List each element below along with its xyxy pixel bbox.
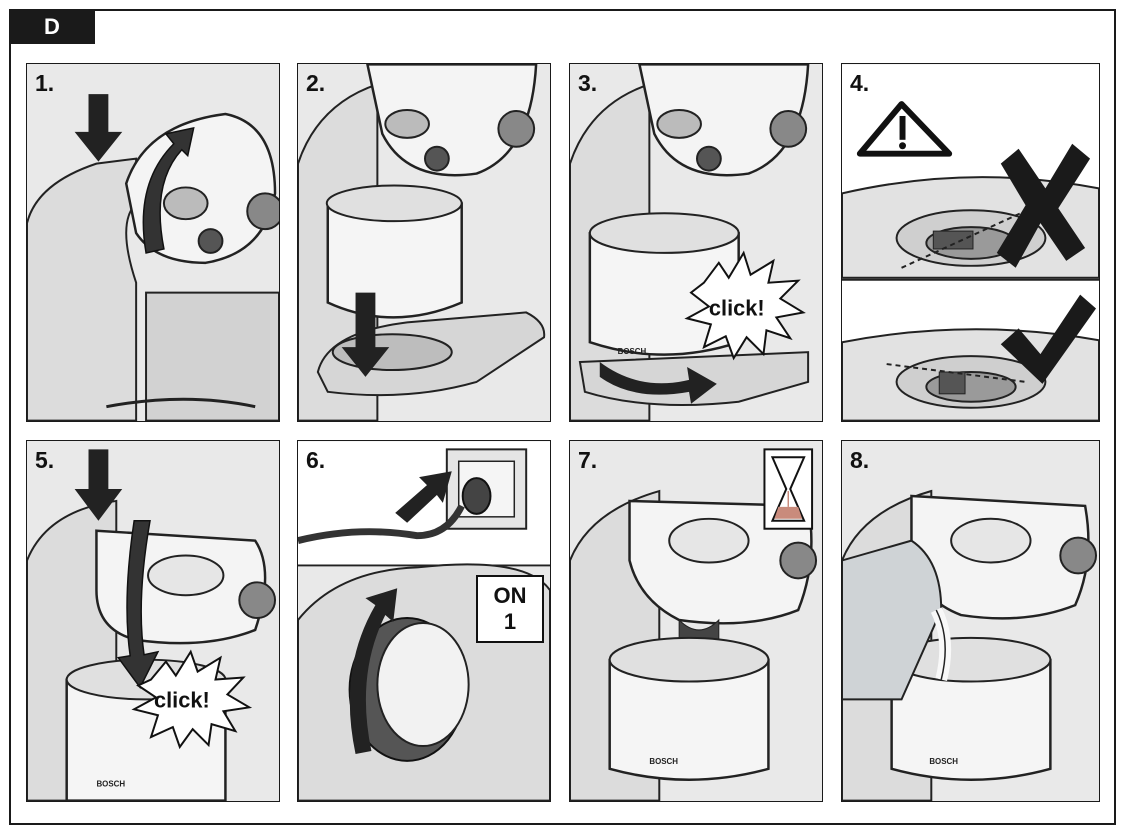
instruction-frame bbox=[9, 9, 1116, 825]
step-panel-7: BOSCH 7. bbox=[569, 440, 823, 802]
curved-arrow-icon bbox=[349, 588, 398, 754]
step-panel-5: BOSCH click! 5. bbox=[26, 440, 280, 802]
step-number: 1. bbox=[35, 70, 55, 96]
step-panel-6: 6. bbox=[297, 440, 551, 802]
click-label: click! bbox=[154, 687, 210, 712]
brand-logo: BOSCH bbox=[96, 780, 125, 789]
step-panel-4: 4. bbox=[841, 63, 1100, 422]
step-panel-1: 1. bbox=[26, 63, 280, 422]
switch-speed-text: 1 bbox=[503, 609, 517, 634]
mixer-tilt-illustration bbox=[27, 94, 279, 421]
click-label: click! bbox=[709, 295, 765, 320]
step-panel-3: BOSCH click! 3. bbox=[569, 63, 823, 422]
curved-arrow-icon bbox=[116, 520, 160, 689]
click-burst-icon bbox=[131, 649, 253, 750]
click-burst-icon bbox=[684, 250, 806, 361]
curved-arrow-icon bbox=[599, 362, 717, 404]
brand-logo: BOSCH bbox=[649, 757, 678, 766]
step-number: 6. bbox=[306, 447, 326, 473]
down-arrow-icon bbox=[74, 449, 123, 521]
step-number: 3. bbox=[578, 70, 598, 96]
curved-arrow-icon bbox=[142, 126, 195, 254]
pour-ingredients-illustration: BOSCH bbox=[842, 489, 1098, 801]
arm-lower-illustration: BOSCH click! bbox=[27, 449, 277, 801]
brand-logo: BOSCH bbox=[929, 757, 958, 766]
step-number: 8. bbox=[850, 447, 870, 473]
cross-mark-icon bbox=[996, 143, 1091, 268]
section-label: D bbox=[9, 9, 95, 44]
brand-logo: BOSCH bbox=[618, 347, 647, 356]
step-number: 2. bbox=[306, 70, 326, 96]
alignment-check-illustration bbox=[842, 64, 1099, 421]
step-panel-2: 2. bbox=[297, 63, 551, 422]
step-panel-8: BOSCH 8. bbox=[841, 440, 1100, 802]
check-mark-icon bbox=[1000, 294, 1097, 384]
mixer-running-illustration: BOSCH bbox=[570, 448, 818, 801]
down-arrow-icon bbox=[74, 94, 123, 162]
bowl-lock-illustration: BOSCH click! bbox=[570, 64, 810, 421]
step-number: 4. bbox=[850, 70, 870, 96]
step-number: 5. bbox=[35, 447, 55, 473]
down-arrow-icon bbox=[395, 471, 452, 523]
switch-position-label: ON 1 bbox=[476, 575, 544, 643]
step-number: 7. bbox=[578, 447, 598, 473]
switch-on-text: ON bbox=[493, 583, 527, 608]
bowl-insert-illustration bbox=[298, 64, 546, 421]
down-arrow-icon bbox=[341, 292, 390, 377]
